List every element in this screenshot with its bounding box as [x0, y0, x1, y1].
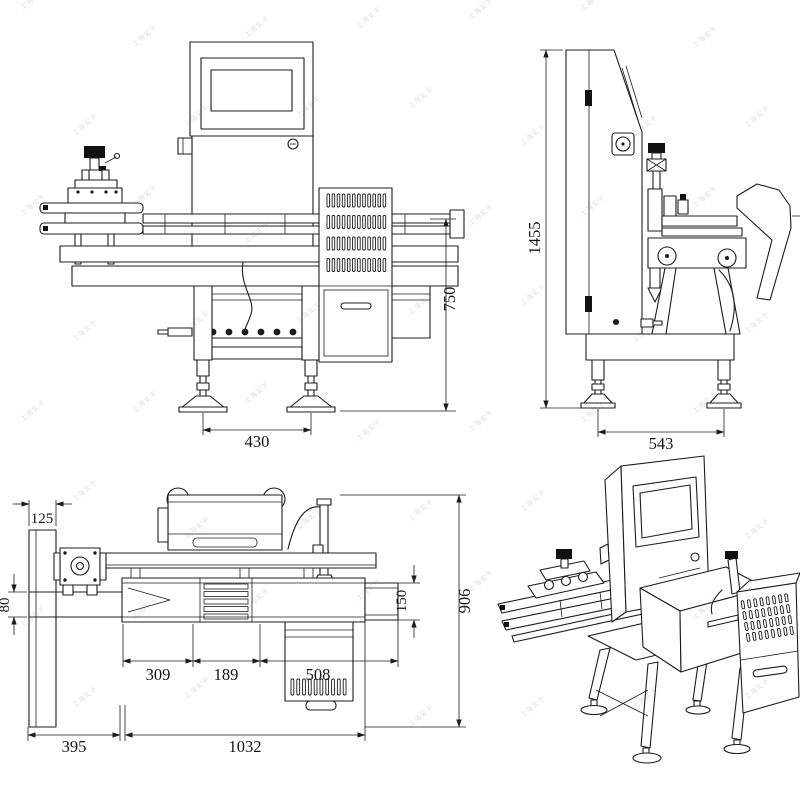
plan-dim-80: 80 — [0, 574, 27, 635]
reject-nozzle — [647, 287, 663, 303]
dim-label-309: 309 — [146, 665, 171, 684]
front-monitor-console — [177, 41, 314, 247]
side-weigh-head — [640, 143, 747, 335]
dim-label-125: 125 — [31, 511, 54, 527]
front-machine-body — [59, 245, 459, 339]
isometric-view — [497, 455, 800, 764]
front-dim-430: 430 — [202, 413, 312, 451]
iso-monitor-console — [599, 455, 710, 623]
cabinet-handle — [340, 302, 372, 310]
dim-label-508: 508 — [306, 665, 331, 684]
front-cabinet-vents — [326, 193, 387, 272]
plan-dim-1032: 1032 — [124, 622, 366, 756]
plan-sensor-rod — [287, 498, 337, 592]
plan-box-vents — [290, 678, 347, 696]
plan-exit-conveyor — [364, 582, 399, 621]
plan-labeler-motor — [53, 547, 107, 596]
dim-label-750: 750 — [440, 287, 459, 312]
dim-label-1032: 1032 — [229, 737, 262, 756]
dim-label-430: 430 — [245, 432, 270, 451]
plan-dim-125: 125 — [13, 500, 72, 527]
front-dim-750: 750 — [340, 218, 459, 412]
plan-dim-906: 906 — [340, 494, 474, 728]
iso-cabinet-vents — [740, 593, 794, 642]
front-legs-feet — [178, 285, 336, 413]
front-view: 430 750 — [39, 41, 465, 451]
top-view: 125 80 309 189 508 150 — [0, 487, 474, 756]
side-swing-guard — [736, 183, 800, 301]
side-dim-1455: 1455 — [525, 49, 581, 409]
iso-legs-feet — [580, 647, 751, 764]
dim-label-189: 189 — [214, 665, 239, 684]
hanging-cable — [241, 261, 253, 331]
side-base-feet — [580, 333, 742, 409]
iso-vented-cabinet — [736, 572, 800, 714]
side-view: 543 1455 — [525, 49, 800, 453]
plan-dim-150: 150 — [394, 565, 420, 638]
dim-label-150: 150 — [394, 590, 410, 613]
front-vented-cabinet — [318, 187, 393, 363]
dim-label-543: 543 — [649, 434, 674, 453]
dim-label-1455: 1455 — [525, 222, 544, 255]
plan-infeed-frame — [28, 529, 57, 728]
plan-weigh-belt — [121, 577, 366, 623]
dim-label-80: 80 — [0, 598, 13, 613]
side-tall-panel — [565, 49, 643, 335]
front-conveyor-rails — [142, 209, 465, 239]
dim-label-906: 906 — [455, 589, 474, 614]
iso-labeler-device — [527, 549, 605, 599]
front-labeler-device — [39, 146, 144, 265]
side-cable — [718, 269, 735, 332]
plan-weigh-unit — [157, 487, 286, 551]
plan-dim-chain: 309 189 508 — [122, 620, 399, 684]
plan-dim-395: 395 — [27, 705, 121, 756]
side-dim-543: 543 — [597, 409, 725, 453]
dim-label-395: 395 — [62, 737, 87, 756]
